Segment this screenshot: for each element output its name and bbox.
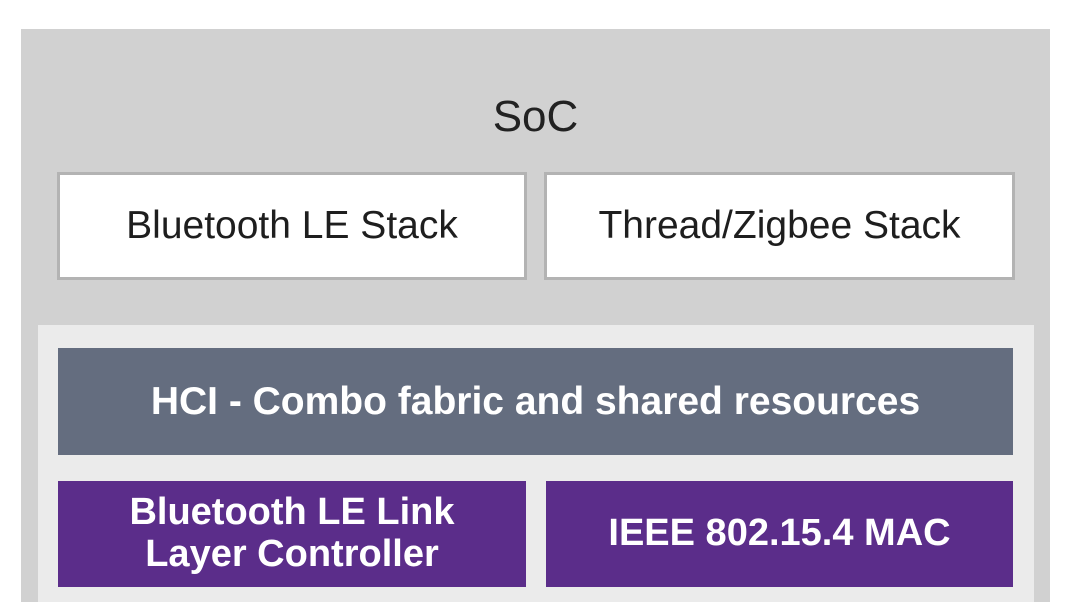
ieee-mac-label: IEEE 802.15.4 MAC [608, 512, 951, 555]
bluetooth-le-stack-label: Bluetooth LE Stack [126, 204, 458, 247]
ieee-mac-box: IEEE 802.15.4 MAC [546, 481, 1013, 587]
hci-bar: HCI - Combo fabric and shared resources [58, 348, 1013, 455]
thread-zigbee-stack-box: Thread/Zigbee Stack [544, 172, 1015, 280]
link-layer-controller-box: Bluetooth LE Link Layer Controller [58, 481, 526, 587]
hci-label: HCI - Combo fabric and shared resources [150, 379, 921, 423]
link-layer-label-line2: Layer Controller [145, 533, 439, 575]
thread-zigbee-stack-label: Thread/Zigbee Stack [598, 204, 961, 247]
link-layer-label-line1: Bluetooth LE Link [129, 491, 455, 534]
bluetooth-le-stack-box: Bluetooth LE Stack [57, 172, 527, 280]
soc-title: SoC [492, 92, 579, 141]
